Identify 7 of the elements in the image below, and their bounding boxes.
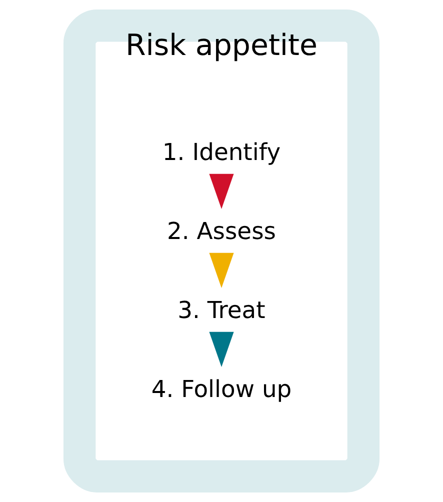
arrow bbox=[209, 174, 234, 209]
arrow bbox=[209, 332, 234, 367]
node-text: 1. Identify bbox=[162, 138, 281, 166]
node-text: 2. Assess bbox=[167, 217, 276, 245]
node-text: 3. Treat bbox=[178, 296, 266, 324]
arrow bbox=[209, 252, 234, 288]
node-text: 4. Follow up bbox=[151, 375, 292, 404]
